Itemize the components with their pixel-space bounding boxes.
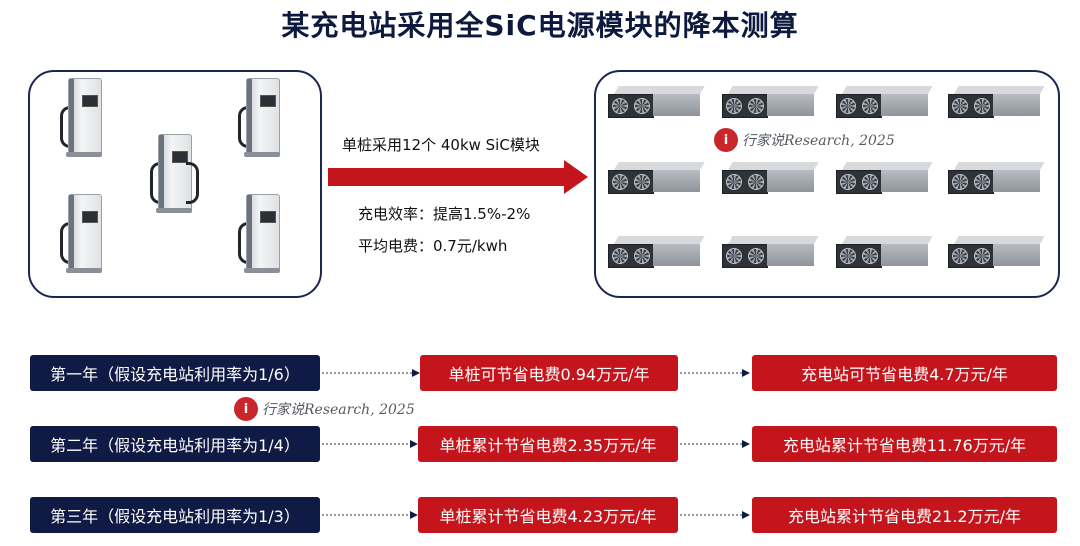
dashed-arrow [680,369,750,377]
sic-module-icon [722,86,819,118]
charger-icon [60,194,110,274]
watermark-text: 行家说Research, 2025 [262,402,415,418]
dashed-arrow [322,440,418,448]
dashed-arrow [322,369,420,377]
year-1-single-saving: 单桩可节省电费0.94万元/年 [420,355,678,391]
sic-module-icon [836,162,933,194]
sic-module-icon [836,236,933,268]
sic-module-icon [948,162,1045,194]
year-1-station-saving: 充电站可节省电费4.7万元/年 [752,355,1057,391]
dashed-arrow [680,511,750,519]
year-2-single-saving: 单桩累计节省电费2.35万元/年 [418,426,678,462]
dashed-arrow [322,511,418,519]
watermark: i 行家说Research, 2025 [234,397,415,421]
year-3-box: 第三年（假设充电站利用率为1/3） [30,497,320,533]
efficiency-text: 充电效率：提高1.5%-2% [358,205,531,223]
charger-station-panel [28,70,322,298]
year-3-single-saving: 单桩累计节省电费4.23万元/年 [418,497,678,533]
watermark-text: 行家说Research, 2025 [742,133,895,149]
dashed-arrow [680,440,750,448]
sic-module-icon [722,236,819,268]
page-title: 某充电站采用全SiC电源模块的降本测算 [281,9,799,42]
watermark: i 行家说Research, 2025 [714,128,895,152]
price-text: 平均电费：0.7元/kwh [358,237,508,255]
charger-icon [238,194,288,274]
watermark-logo-icon: i [234,397,258,421]
sic-module-icon [608,236,705,268]
sic-module-icon [948,86,1045,118]
charger-icon [60,78,110,158]
year-2-station-saving: 充电站累计节省电费11.76万元/年 [752,426,1057,462]
sic-module-icon [722,162,819,194]
sic-module-panel [594,70,1060,298]
year-2-box: 第二年（假设充电站利用率为1/4） [30,426,320,462]
charger-icon [150,134,200,214]
sic-module-icon [608,162,705,194]
charger-icon [238,78,288,158]
year-1-box: 第一年（假设充电站利用率为1/6） [30,355,320,391]
sic-module-icon [836,86,933,118]
year-3-station-saving: 充电站累计节省电费21.2万元/年 [752,497,1057,533]
main-arrow [328,160,588,194]
sic-module-icon [608,86,705,118]
sic-module-icon [948,236,1045,268]
arrow-label: 单桩采用12个 40kw SiC模块 [342,136,540,154]
watermark-logo-icon: i [714,128,738,152]
